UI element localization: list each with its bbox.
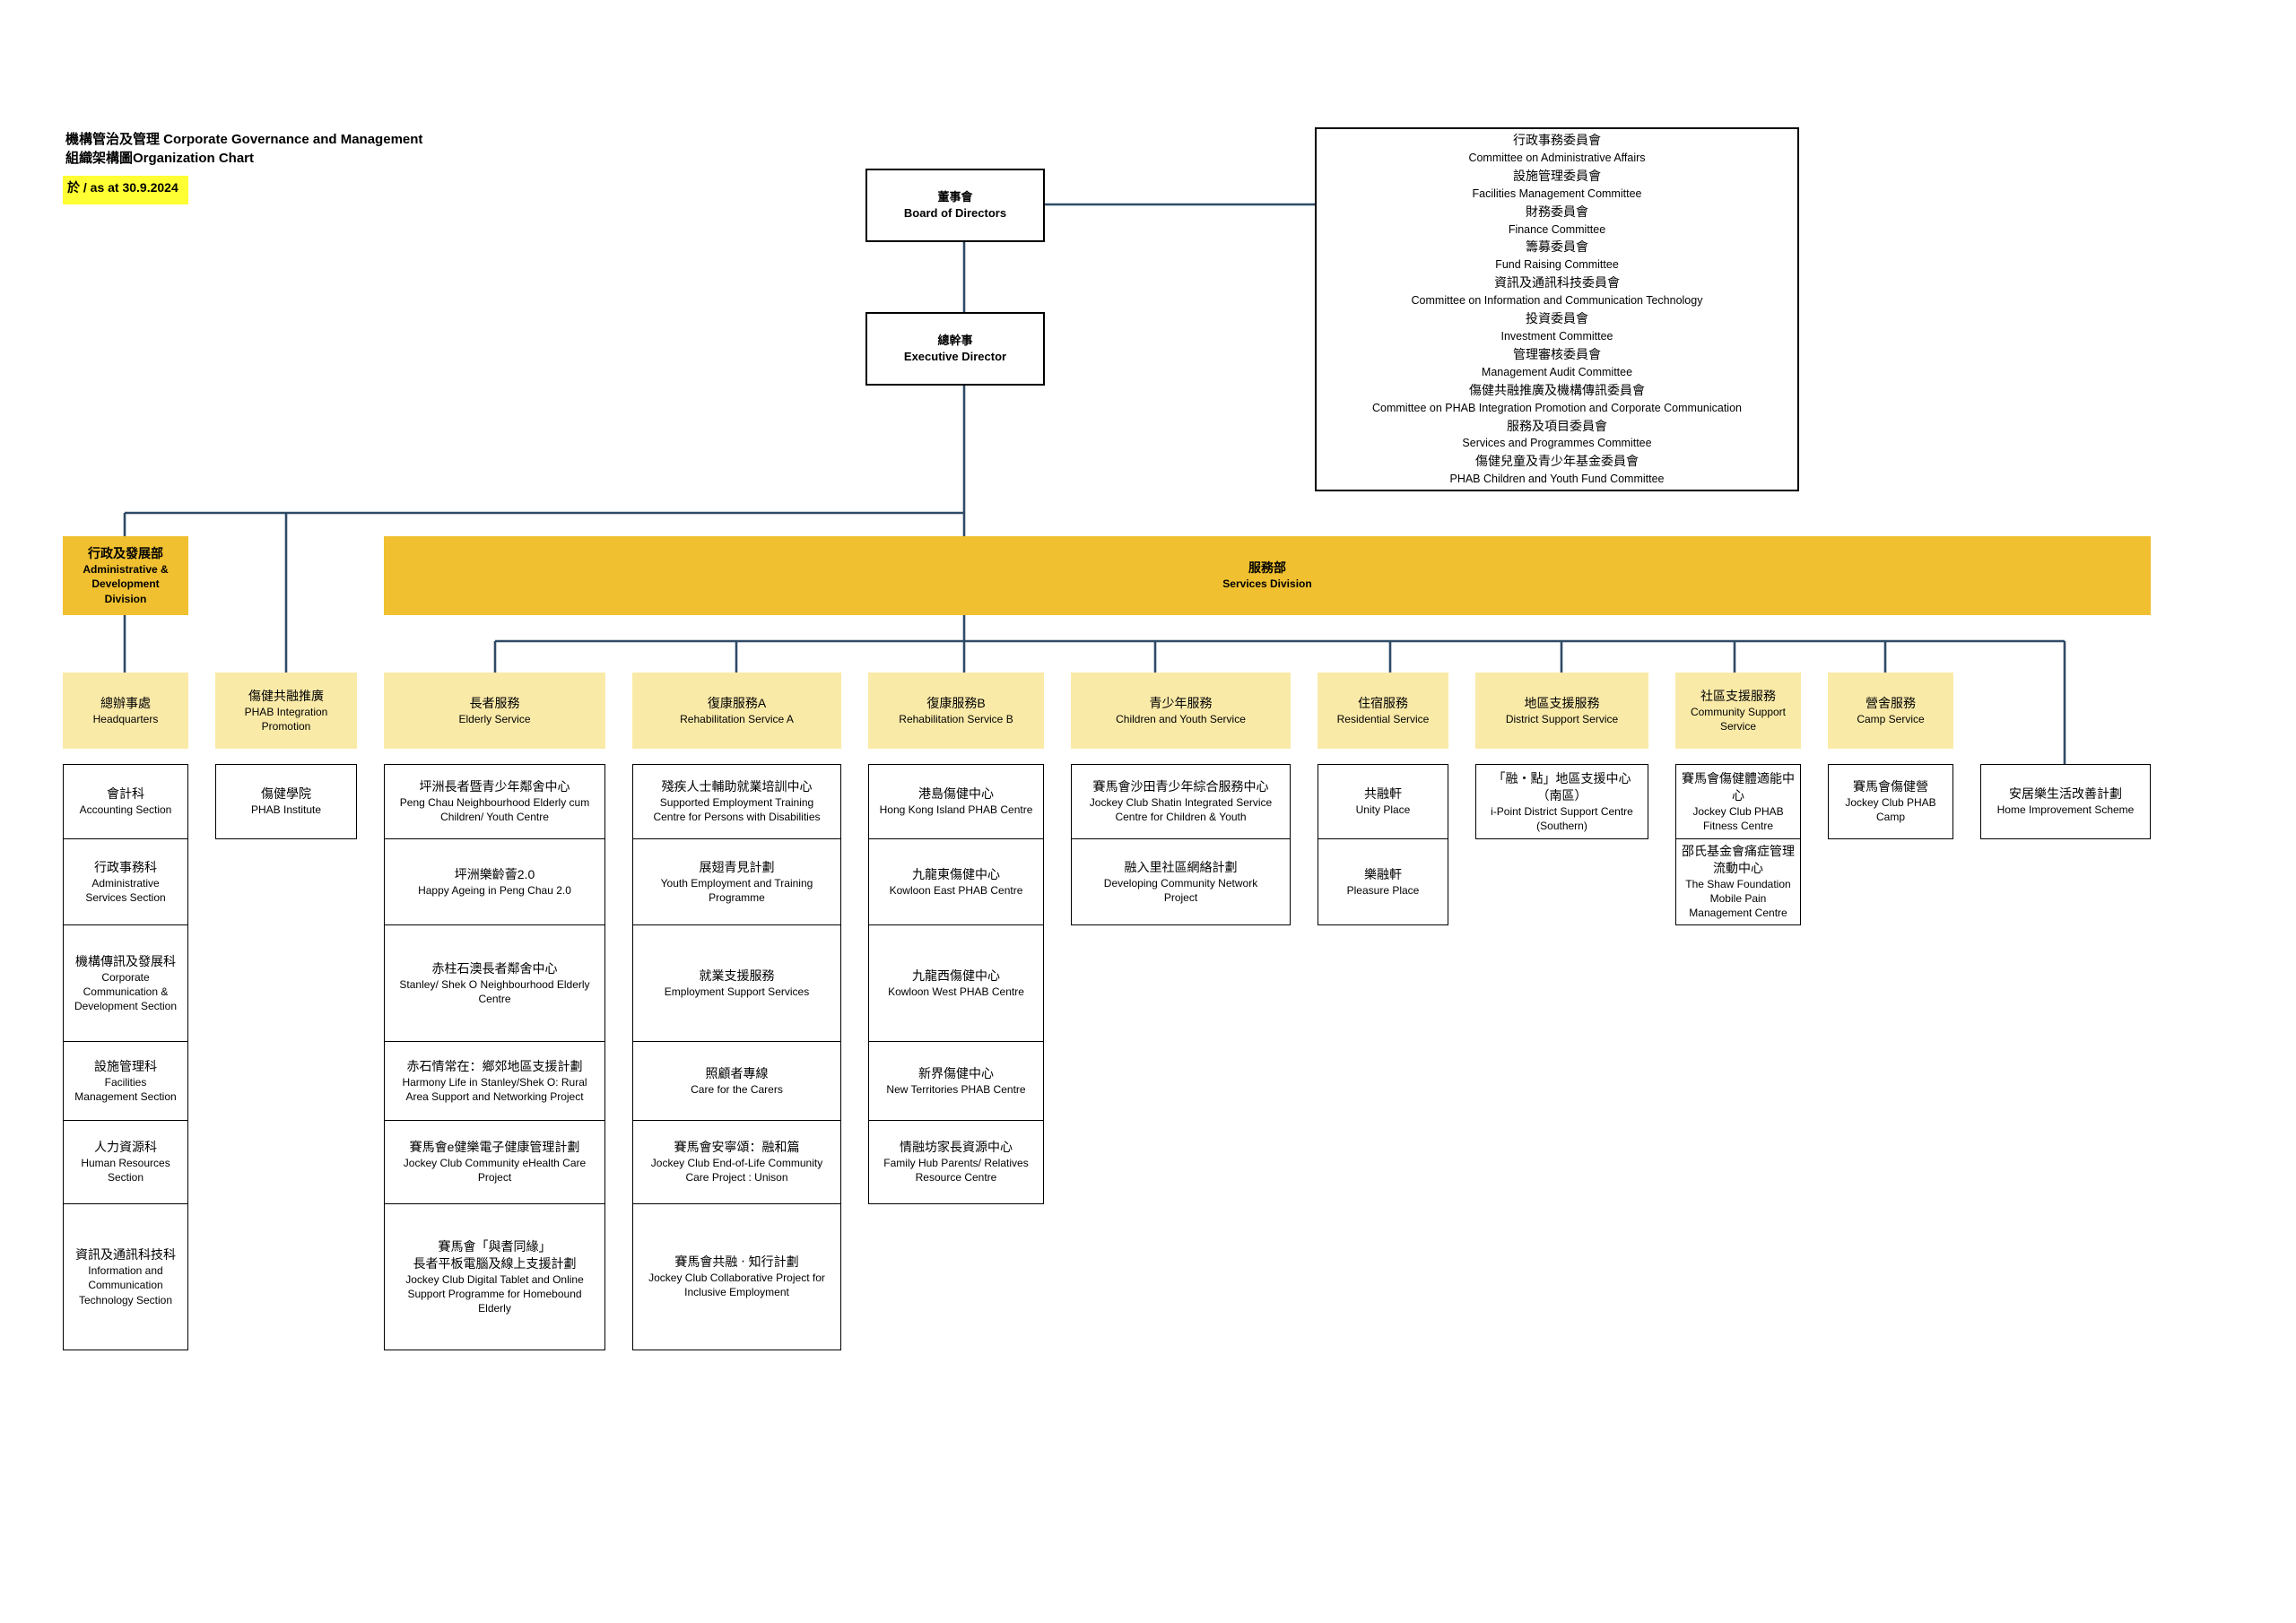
rehab-a-unit-youth-employment[interactable]: 展翅青見計劃 Youth Employment and Training Pro… — [632, 838, 841, 925]
rehab-a-unit-inclusive-employment[interactable]: 賽馬會共融 ‧ 知行計劃 Jockey Club Collaborative P… — [632, 1203, 841, 1350]
home-improvement-scheme[interactable]: 安居樂生活改善計劃 Home Improvement Scheme — [1980, 764, 2151, 839]
board-of-directors-box[interactable]: 董事會 Board of Directors — [865, 169, 1045, 242]
elderly-unit-happy-ageing[interactable]: 坪洲樂齡薈2.0 Happy Ageing in Peng Chau 2.0 — [384, 838, 605, 925]
residential-unit-unity-place[interactable]: 共融軒 Unity Place — [1318, 764, 1448, 839]
elderly-unit-ehealth[interactable]: 賽馬會e健樂電子健康管理計劃 Jockey Club Community eHe… — [384, 1120, 605, 1204]
executive-director-box[interactable]: 總幹事 Executive Director — [865, 312, 1045, 386]
youth-unit-community-network[interactable]: 融入里社區網絡計劃 Developing Community Network P… — [1071, 838, 1291, 925]
dept-elderly[interactable]: 長者服務 Elderly Service — [384, 673, 605, 749]
dept-headquarters[interactable]: 總辦事處 Headquarters — [63, 673, 188, 749]
hq-section-accounting[interactable]: 會計科 Accounting Section — [63, 764, 188, 839]
youth-unit-shatin-centre[interactable]: 賽馬會沙田青少年綜合服務中心 Jockey Club Shatin Integr… — [1071, 764, 1291, 839]
dept-camp[interactable]: 營舍服務 Camp Service — [1828, 673, 1953, 749]
rehab-b-unit-new-territories[interactable]: 新界傷健中心 New Territories PHAB Centre — [868, 1041, 1044, 1121]
hq-section-facilities[interactable]: 設施管理科 Facilities Management Section — [63, 1041, 188, 1121]
dept-rehab-a[interactable]: 復康服務A Rehabilitation Service A — [632, 673, 841, 749]
chart-subtitle: 組織架構圖Organization Chart — [65, 151, 255, 166]
admin-development-division[interactable]: 行政及發展部 Administrative & Development Divi… — [63, 536, 188, 615]
community-unit-pain-management[interactable]: 邵氏基金會痛症管理 流動中心 The Shaw Foundation Mobil… — [1675, 838, 1801, 925]
elderly-unit-harmony-life[interactable]: 赤石情常在：鄉郊地區支援計劃 Harmony Life in Stanley/S… — [384, 1041, 605, 1121]
dept-community[interactable]: 社區支援服務 Community Support Service — [1675, 673, 1801, 749]
hq-section-corporate-communication[interactable]: 機構傳訊及發展科 Corporate Communication & Devel… — [63, 924, 188, 1042]
services-division[interactable]: 服務部 Services Division — [384, 536, 2151, 615]
rehab-b-unit-family-hub[interactable]: 情融坊家長資源中心 Family Hub Parents/ Relatives … — [868, 1120, 1044, 1204]
rehab-b-unit-hk-island[interactable]: 港島傷健中心 Hong Kong Island PHAB Centre — [868, 764, 1044, 839]
hq-section-ict[interactable]: 資訊及通訊科技科 Information and Communication T… — [63, 1203, 188, 1350]
camp-unit-phab-camp[interactable]: 賽馬會傷健營 Jockey Club PHAB Camp — [1828, 764, 1953, 839]
rehab-a-unit-care-for-carers[interactable]: 照顧者專線 Care for the Carers — [632, 1041, 841, 1121]
dept-youth[interactable]: 青少年服務 Children and Youth Service — [1071, 673, 1291, 749]
dept-phab-integration[interactable]: 傷健共融推廣 PHAB Integration Promotion — [215, 673, 357, 749]
dept-district[interactable]: 地區支援服務 District Support Service — [1475, 673, 1648, 749]
community-unit-fitness-centre[interactable]: 賽馬會傷健體適能中 心 Jockey Club PHAB Fitness Cen… — [1675, 764, 1801, 839]
committees-box[interactable]: 行政事務委員會 Committee on Administrative Affa… — [1315, 127, 1799, 491]
elderly-unit-stanley-centre[interactable]: 赤柱石澳長者鄰舍中心 Stanley/ Shek O Neighbourhood… — [384, 924, 605, 1042]
elderly-unit-peng-chau-centre[interactable]: 坪洲長者暨青少年鄰舍中心 Peng Chau Neighbourhood Eld… — [384, 764, 605, 839]
residential-unit-pleasure-place[interactable]: 樂融軒 Pleasure Place — [1318, 838, 1448, 925]
rehab-b-unit-kowloon-west[interactable]: 九龍西傷健中心 Kowloon West PHAB Centre — [868, 924, 1044, 1042]
rehab-a-unit-end-of-life[interactable]: 賽馬會安寧頌：融和篇 Jockey Club End-of-Life Commu… — [632, 1120, 841, 1204]
rehab-a-unit-supported-employment[interactable]: 殘疾人士輔助就業培訓中心 Supported Employment Traini… — [632, 764, 841, 839]
rehab-b-unit-kowloon-east[interactable]: 九龍東傷健中心 Kowloon East PHAB Centre — [868, 838, 1044, 925]
hq-section-human-resources[interactable]: 人力資源科 Human Resources Section — [63, 1120, 188, 1204]
chart-title: 機構管治及管理 Corporate Governance and Managem… — [65, 132, 423, 147]
district-unit-i-point[interactable]: 「融・點」地區支援中心 （南區） i-Point District Suppor… — [1475, 764, 1648, 839]
date-badge: 於 / as at 30.9.2024 — [63, 176, 188, 204]
elderly-unit-digital-tablet[interactable]: 賽馬會「與耆同緣」 長者平板電腦及線上支援計劃 Jockey Club Digi… — [384, 1203, 605, 1350]
hq-section-administrative[interactable]: 行政事務科 Administrative Services Section — [63, 838, 188, 925]
rehab-a-unit-employment-support[interactable]: 就業支援服務 Employment Support Services — [632, 924, 841, 1042]
dept-residential[interactable]: 住宿服務 Residential Service — [1318, 673, 1448, 749]
dept-rehab-b[interactable]: 復康服務B Rehabilitation Service B — [868, 673, 1044, 749]
phab-institute[interactable]: 傷健學院 PHAB Institute — [215, 764, 357, 839]
